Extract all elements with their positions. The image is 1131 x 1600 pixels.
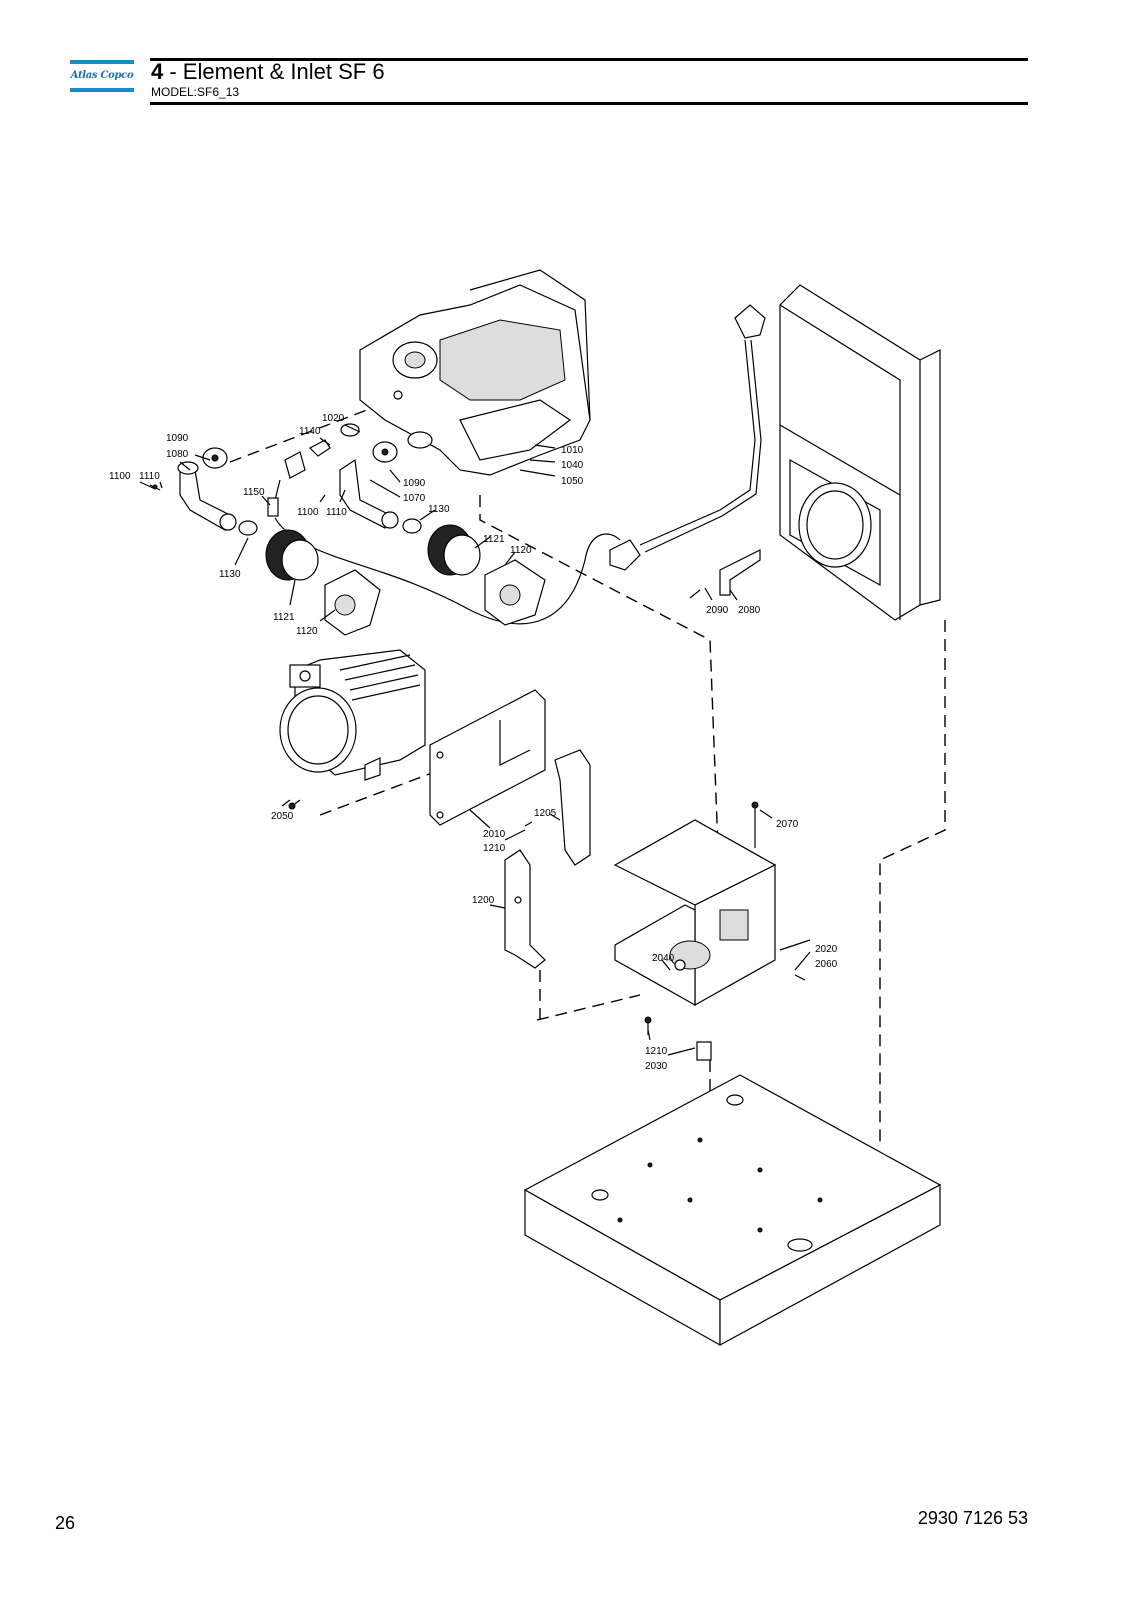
callout-1120-b: 1120 bbox=[296, 626, 318, 637]
callout-1100: 1100 bbox=[109, 471, 131, 482]
document-number: 2930 7126 53 bbox=[917, 1508, 1028, 1528]
callout-1200: 1200 bbox=[472, 895, 495, 906]
motor-support-frame bbox=[613, 801, 806, 1007]
callout-2020: 2020 bbox=[815, 944, 838, 955]
page-title: 4 - Element & Inlet SF 6 bbox=[151, 60, 385, 84]
electric-motor bbox=[279, 649, 426, 810]
left-filter-assembly bbox=[265, 529, 381, 636]
left-inlet-assembly bbox=[149, 447, 258, 536]
callout-1130: 1130 bbox=[428, 504, 450, 515]
callout-2060: 2060 bbox=[815, 959, 838, 970]
callout-1010: 1010 bbox=[561, 445, 584, 456]
callout-1110-b: 1110 bbox=[326, 507, 347, 518]
callout-1121-b: 1121 bbox=[273, 612, 295, 623]
check-valve-and-pipe bbox=[609, 304, 766, 571]
callout-1121: 1121 bbox=[483, 534, 505, 545]
callout-1110: 1110 bbox=[139, 471, 160, 482]
header-bottom-rule bbox=[150, 102, 1028, 105]
callout-1210: 1210 bbox=[483, 843, 506, 854]
callout-2070: 2070 bbox=[776, 819, 799, 830]
bracket-1205 bbox=[524, 749, 591, 866]
section-number: 4 bbox=[151, 59, 164, 84]
vibration-damper bbox=[644, 1016, 712, 1061]
atlas-copco-logo: Atlas Copco bbox=[70, 60, 134, 94]
callout-1070: 1070 bbox=[403, 493, 426, 504]
logo-top-bar bbox=[70, 60, 134, 64]
callout-1120: 1120 bbox=[510, 545, 532, 556]
logo-bottom-bar bbox=[70, 88, 134, 92]
callout-1205: 1205 bbox=[534, 808, 557, 819]
section-title: - Element & Inlet SF 6 bbox=[163, 59, 385, 84]
bracket-1200 bbox=[504, 849, 546, 969]
callout-1020: 1020 bbox=[322, 413, 345, 424]
center-inlet-assembly bbox=[267, 423, 422, 534]
callout-2090: 2090 bbox=[706, 605, 729, 616]
bracket-2080 bbox=[689, 549, 761, 599]
model-label: MODEL:SF6_13 bbox=[151, 85, 240, 99]
callout-labels: 1020 1140 1090 1080 1100 1110 1150 1100 … bbox=[109, 413, 838, 1072]
callout-1040: 1040 bbox=[561, 460, 584, 471]
callout-2040: 2040 bbox=[652, 953, 675, 964]
right-filter-assembly bbox=[427, 524, 546, 626]
callout-1090: 1090 bbox=[166, 433, 189, 444]
motor-mounting-plate bbox=[429, 689, 546, 826]
callout-1210-b: 1210 bbox=[645, 1046, 668, 1057]
cooler-housing bbox=[779, 284, 941, 621]
callout-2030: 2030 bbox=[645, 1061, 668, 1072]
callout-1050: 1050 bbox=[561, 476, 584, 487]
page-number: 26 bbox=[55, 1513, 76, 1533]
logo-wordmark: Atlas Copco bbox=[70, 70, 134, 81]
callout-1130-b: 1130 bbox=[219, 569, 241, 580]
callout-2050: 2050 bbox=[271, 811, 294, 822]
callout-1100-b: 1100 bbox=[297, 507, 319, 518]
callout-leaders bbox=[139, 424, 811, 1056]
callout-1140: 1140 bbox=[299, 426, 321, 437]
callout-1150: 1150 bbox=[243, 487, 265, 498]
compressor-element bbox=[359, 269, 591, 476]
base-frame bbox=[523, 1074, 942, 1347]
callout-1090-b: 1090 bbox=[403, 478, 426, 489]
callout-1080: 1080 bbox=[166, 449, 189, 460]
callout-2010: 2010 bbox=[483, 829, 506, 840]
callout-2080: 2080 bbox=[738, 605, 761, 616]
header-top-rule bbox=[150, 58, 1028, 61]
